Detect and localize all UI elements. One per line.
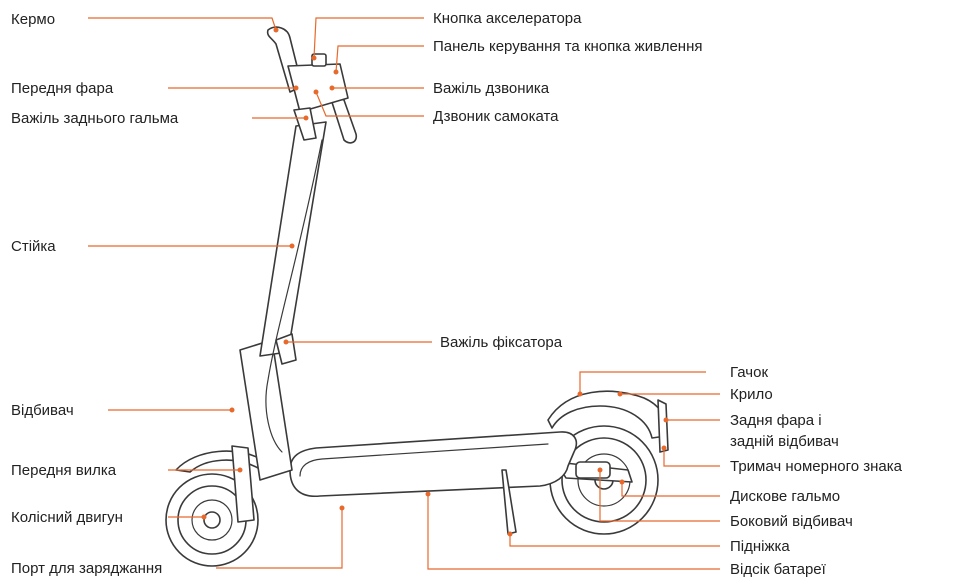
label-bell-lever: Важіль дзвоника (433, 80, 550, 97)
leader-throttle (313, 17, 424, 59)
left-labels: Кермо Передня фара Важіль заднього гальм… (11, 11, 179, 577)
label-plate-holder: Тримач номерного знака (730, 458, 903, 475)
label-kickstand: Підніжка (730, 538, 790, 555)
label-handlebar: Кермо (11, 11, 55, 28)
leader-hook (579, 371, 706, 394)
label-rear-brake-lever: Важіль заднього гальма (11, 110, 179, 127)
label-stem: Стійка (11, 238, 56, 255)
label-folding-lever: Важіль фіксатора (440, 334, 563, 351)
leader-plate-holder (663, 448, 720, 467)
leader-kickstand (509, 534, 720, 547)
label-bell: Дзвоник самоката (433, 108, 559, 125)
label-front-reflector: Відбивач (11, 402, 74, 419)
leader-bell (315, 91, 424, 117)
label-front-fork: Передня вилка (11, 462, 117, 479)
label-hook: Гачок (730, 364, 768, 381)
leader-charging-port (216, 508, 343, 569)
label-side-reflector: Боковий відбивач (730, 513, 853, 530)
label-hub-motor: Колісний двигун (11, 509, 123, 526)
leader-handlebar (88, 17, 277, 31)
label-rear-light-line2: задній відбивач (730, 433, 839, 450)
label-rear-light-line1: Задня фара і (730, 412, 822, 429)
label-battery: Відсік батареї (730, 561, 827, 578)
label-fender: Крило (730, 386, 773, 403)
leader-lines (88, 17, 720, 570)
label-throttle: Кнопка акселератора (433, 10, 582, 27)
label-charging-port: Порт для заряджання (11, 560, 162, 577)
label-headlight: Передня фара (11, 80, 114, 97)
leader-side-reflector (599, 470, 720, 522)
scooter-illustration (165, 26, 669, 567)
label-dashboard: Панель керування та кнопка живлення (433, 38, 702, 55)
label-disc-brake: Дискове гальмо (730, 488, 840, 505)
leader-battery (427, 494, 720, 570)
leader-disc-brake (621, 482, 720, 497)
leader-dashboard (335, 45, 424, 73)
right-labels: Кнопка акселератора Панель керування та … (433, 10, 903, 578)
